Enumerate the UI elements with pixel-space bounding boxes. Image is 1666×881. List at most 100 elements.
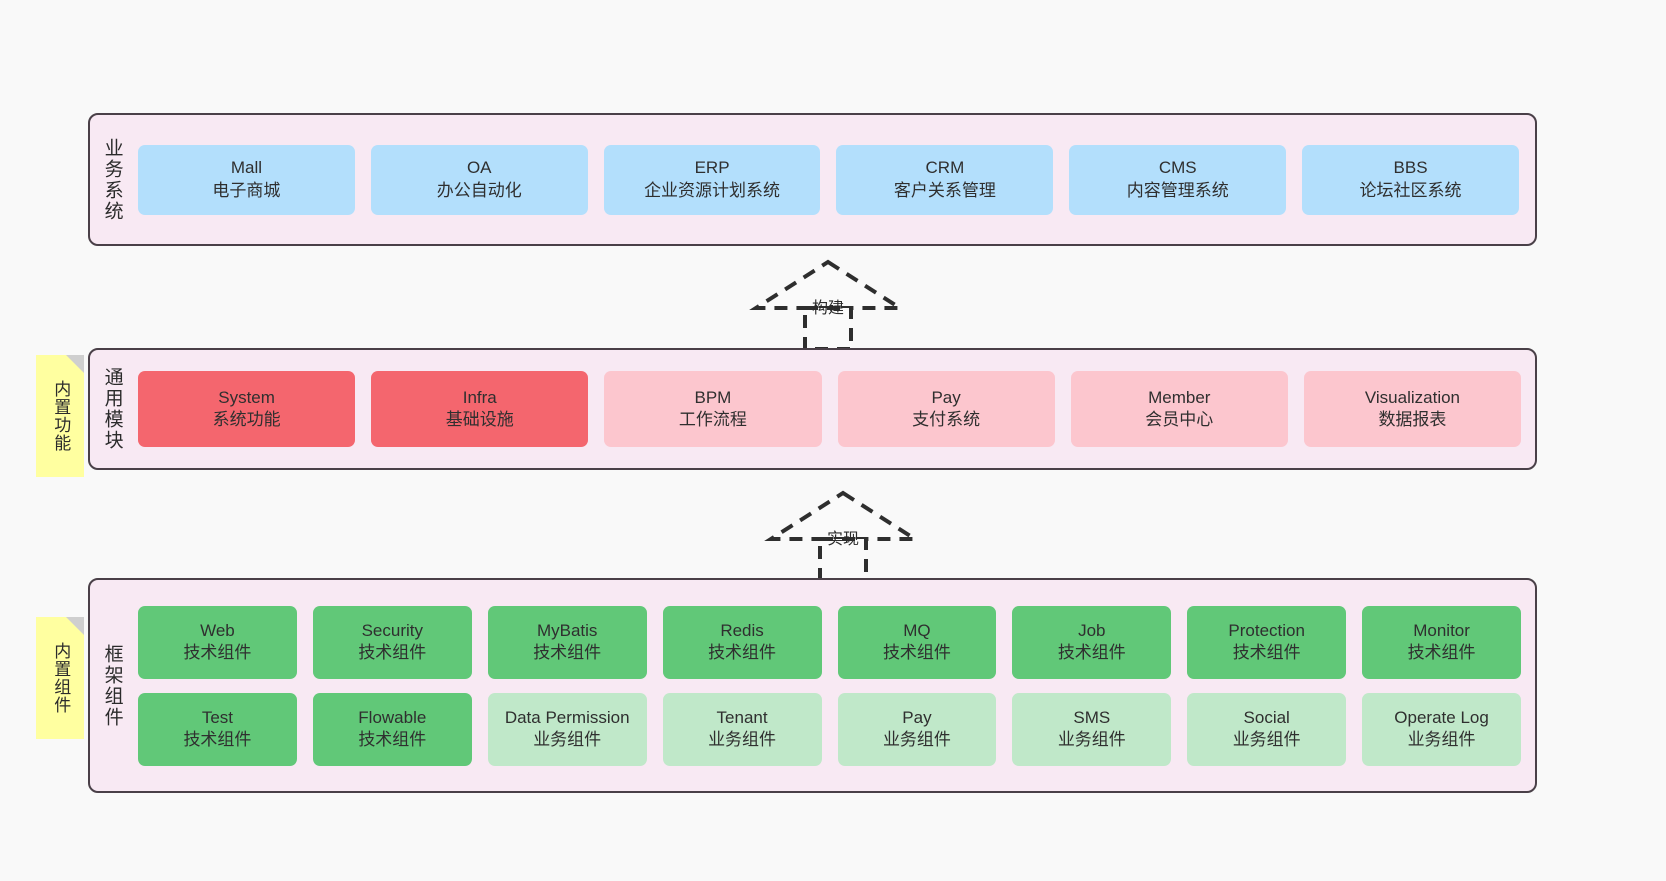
card-title-en: Data Permission xyxy=(504,707,630,727)
card-web[interactable]: Web 技术组件 xyxy=(138,605,297,679)
card-title-en: SMS xyxy=(1073,707,1111,727)
card-title-cn: 业务组件 xyxy=(1232,730,1301,749)
card-title-cn: 业务组件 xyxy=(708,730,777,749)
connector-build-label: 构建 xyxy=(811,300,845,317)
layer-title-framework: 框架组件 xyxy=(101,643,123,728)
card-protection[interactable]: Protection 技术组件 xyxy=(1187,605,1347,679)
card-title-en: Security xyxy=(361,620,424,640)
card-title-en: Protection xyxy=(1228,620,1305,640)
card-title-cn: 技术组件 xyxy=(358,730,427,749)
card-test[interactable]: Test 技术组件 xyxy=(138,692,297,766)
card-title-cn: 技术组件 xyxy=(1232,643,1301,662)
connector-realize: 实现 xyxy=(763,487,923,582)
card-title-en: Web xyxy=(200,620,235,640)
card-title-cn: 办公自动化 xyxy=(436,180,522,200)
connector-build: 构建 xyxy=(748,256,908,351)
card-title-en: CRM xyxy=(925,158,965,178)
sticky-note-built-in-components: 内置组件 xyxy=(36,617,84,739)
card-title-cn: 会员中心 xyxy=(1145,410,1214,429)
card-title-cn: 技术组件 xyxy=(708,643,777,662)
card-redis[interactable]: Redis 技术组件 xyxy=(662,605,822,679)
card-title-en: Pay xyxy=(931,387,961,407)
card-title-cn: 技术组件 xyxy=(183,643,252,662)
card-title-en: ERP xyxy=(694,158,730,178)
card-title-en: System xyxy=(218,387,275,407)
layer-common-module: 通用模块 System 系统功能 Infra 基础设施 BPM 工作流程 Pay… xyxy=(88,348,1537,470)
card-data-permission[interactable]: Data Permission 业务组件 xyxy=(487,692,647,766)
card-title-cn: 电子商城 xyxy=(212,180,281,200)
card-tenant[interactable]: Tenant 业务组件 xyxy=(662,692,822,766)
card-title-en: Infra xyxy=(462,387,497,407)
card-monitor[interactable]: Monitor 技术组件 xyxy=(1362,605,1521,679)
sticky-note-label: 内置组件 xyxy=(51,642,71,714)
layer-business-system: 业务系统 Mall 电子商城 OA 办公自动化 ERP 企业资源计划系统 CRM… xyxy=(88,113,1537,246)
card-crm[interactable]: CRM 客户关系管理 xyxy=(836,144,1054,215)
card-infra[interactable]: Infra 基础设施 xyxy=(371,371,589,447)
card-title-en: MyBatis xyxy=(536,620,598,640)
card-bpm[interactable]: BPM 工作流程 xyxy=(604,371,822,447)
card-bbs[interactable]: BBS 论坛社区系统 xyxy=(1302,144,1519,215)
card-title-en: Test xyxy=(201,707,234,727)
card-member[interactable]: Member 会员中心 xyxy=(1070,371,1288,447)
card-title-cn: 技术组件 xyxy=(1057,643,1126,662)
card-title-en: Visualization xyxy=(1364,387,1461,407)
card-title-en: Pay xyxy=(902,707,932,727)
card-pay[interactable]: Pay 支付系统 xyxy=(837,371,1055,447)
card-title-en: Mall xyxy=(230,158,262,178)
card-pay-business[interactable]: Pay 业务组件 xyxy=(837,692,997,766)
layer-body-framework: Web 技术组件 Security 技术组件 MyBatis 技术组件 Redi… xyxy=(134,580,1535,791)
common-row: System 系统功能 Infra 基础设施 BPM 工作流程 Pay 支付系统… xyxy=(138,371,1522,447)
card-title-cn: 业务组件 xyxy=(1057,730,1126,749)
card-social[interactable]: Social 业务组件 xyxy=(1187,692,1347,766)
card-visualization[interactable]: Visualization 数据报表 xyxy=(1303,371,1522,447)
layer-title-common: 通用模块 xyxy=(101,367,123,451)
card-job[interactable]: Job 技术组件 xyxy=(1012,605,1172,679)
card-title-en: Social xyxy=(1243,707,1290,727)
sticky-note-label: 内置功能 xyxy=(51,380,71,452)
card-sms[interactable]: SMS 业务组件 xyxy=(1012,692,1172,766)
card-title-cn: 技术组件 xyxy=(183,730,252,749)
card-title-cn: 数据报表 xyxy=(1378,410,1447,429)
card-title-cn: 系统功能 xyxy=(212,410,281,429)
sticky-fold-icon xyxy=(66,355,84,373)
card-cms[interactable]: CMS 内容管理系统 xyxy=(1069,144,1287,215)
card-title-cn: 企业资源计划系统 xyxy=(644,180,781,200)
card-title-cn: 工作流程 xyxy=(678,410,747,429)
layer-framework-component: 框架组件 Web 技术组件 Security 技术组件 MyBatis 技术组件… xyxy=(88,578,1537,793)
framework-row-technical: Web 技术组件 Security 技术组件 MyBatis 技术组件 Redi… xyxy=(138,605,1521,679)
card-security[interactable]: Security 技术组件 xyxy=(312,605,472,679)
card-title-cn: 论坛社区系统 xyxy=(1359,180,1462,200)
card-oa[interactable]: OA 办公自动化 xyxy=(370,144,588,215)
card-title-cn: 业务组件 xyxy=(533,730,602,749)
card-title-cn: 支付系统 xyxy=(912,410,981,429)
card-mall[interactable]: Mall 电子商城 xyxy=(138,144,355,215)
sticky-fold-icon xyxy=(66,617,84,635)
card-title-en: Job xyxy=(1078,620,1106,640)
card-title-en: Flowable xyxy=(358,707,427,727)
card-mq[interactable]: MQ 技术组件 xyxy=(837,605,997,679)
card-system[interactable]: System 系统功能 xyxy=(138,371,356,447)
card-flowable[interactable]: Flowable 技术组件 xyxy=(312,692,472,766)
connector-realize-label: 实现 xyxy=(826,531,860,548)
card-title-cn: 技术组件 xyxy=(1407,643,1476,662)
framework-row-business: Test 技术组件 Flowable 技术组件 Data Permission … xyxy=(138,692,1521,766)
card-title-cn: 客户关系管理 xyxy=(893,180,996,200)
card-title-cn: 内容管理系统 xyxy=(1126,180,1229,200)
card-title-en: OA xyxy=(466,158,492,178)
card-title-en: Redis xyxy=(720,620,764,640)
card-title-en: MQ xyxy=(903,620,931,640)
card-title-en: Member xyxy=(1148,387,1211,407)
layer-title-business: 业务系统 xyxy=(101,137,123,222)
card-title-cn: 业务组件 xyxy=(1407,730,1476,749)
card-erp[interactable]: ERP 企业资源计划系统 xyxy=(603,144,821,215)
card-title-cn: 技术组件 xyxy=(358,643,427,662)
card-title-cn: 基础设施 xyxy=(445,410,514,429)
layer-body-business: Mall 电子商城 OA 办公自动化 ERP 企业资源计划系统 CRM 客户关系… xyxy=(134,115,1535,244)
card-title-en: Operate Log xyxy=(1394,707,1489,727)
card-title-cn: 技术组件 xyxy=(533,643,602,662)
card-title-en: CMS xyxy=(1158,158,1197,178)
layer-body-common: System 系统功能 Infra 基础设施 BPM 工作流程 Pay 支付系统… xyxy=(134,350,1535,468)
card-operate-log[interactable]: Operate Log 业务组件 xyxy=(1362,692,1521,766)
card-mybatis[interactable]: MyBatis 技术组件 xyxy=(487,605,647,679)
